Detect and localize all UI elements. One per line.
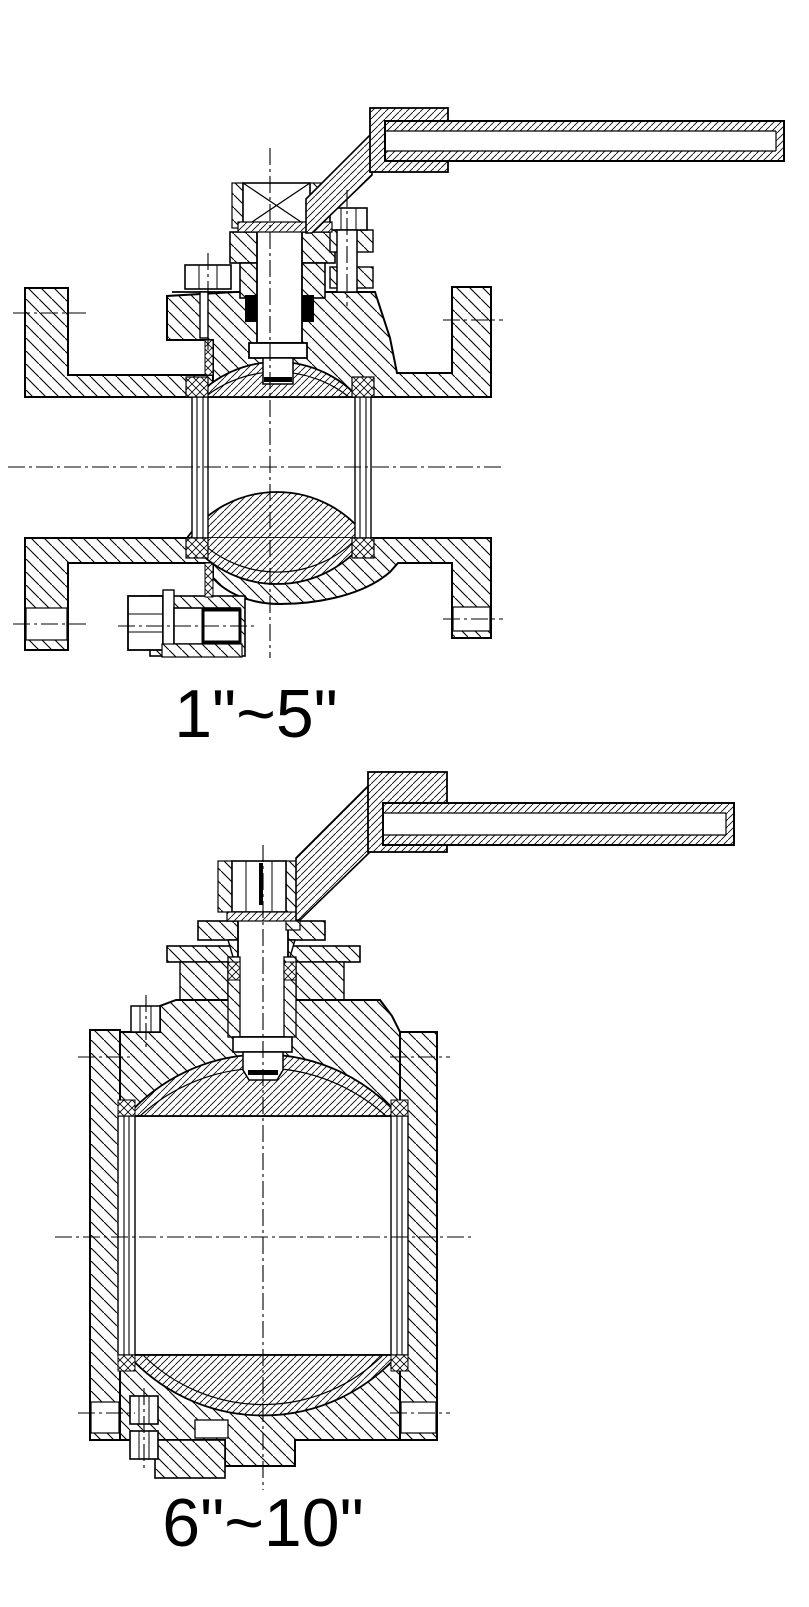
seat-rings-large <box>117 1099 409 1372</box>
handle-assembly-large <box>295 771 735 921</box>
ball-small <box>185 361 369 585</box>
stem-foot <box>248 342 308 359</box>
handle-tube-end-large <box>726 804 733 844</box>
bottom-step <box>194 1419 229 1439</box>
packing-seal-left <box>227 961 241 981</box>
handle-tube-wall-bottom-large <box>384 835 726 844</box>
size-label-large: 6"~10" <box>162 1485 363 1561</box>
handle-tube-wall-bottom <box>386 151 776 160</box>
ball-bottom-cap-arc <box>186 537 368 585</box>
left-seat-seal-top-large <box>117 1099 136 1117</box>
valve-view-small: 1"~5" <box>8 107 785 752</box>
left-flange-large <box>89 1029 121 1441</box>
bracket-plate <box>199 291 209 339</box>
ball-bottom-inner-arc <box>196 537 358 573</box>
body-bolt-foot <box>161 643 243 658</box>
stem-seal-left <box>245 295 257 322</box>
right-seat-seal-top-large <box>390 1099 409 1117</box>
right-seat-ring-large <box>390 1115 409 1356</box>
size-label-small: 1"~5" <box>174 676 338 752</box>
left-seat-seal-top <box>185 376 209 398</box>
pad-neck-left <box>179 961 229 1003</box>
left-seat-seal-bottom-large <box>117 1354 136 1372</box>
stem-assembly-small <box>245 227 314 385</box>
centerlines-large <box>55 845 472 1490</box>
ball-bottom-inner-arc-large <box>142 1354 384 1406</box>
stem-tongue-slot <box>264 377 292 382</box>
valve-view-large: 6"~10" <box>55 771 735 1561</box>
nut-washer <box>237 221 333 233</box>
handle-arm <box>305 131 373 234</box>
handle-assembly-small <box>305 107 785 234</box>
bottom-boss <box>154 1439 226 1479</box>
centerlines-small <box>8 148 503 658</box>
left-flange-bolt-hole-large <box>90 1401 120 1434</box>
nut-socket-left-large <box>217 860 233 913</box>
right-seat-seal-top <box>351 376 375 398</box>
body-joint-gasket-top <box>204 339 214 376</box>
stem-nut-large <box>217 860 301 931</box>
right-flange-bolt-hole-large <box>400 1401 437 1434</box>
nut-cross-line-2 <box>242 182 311 229</box>
packing-seal-right <box>283 961 297 981</box>
stem-seal-right <box>302 295 314 322</box>
stem <box>256 227 303 344</box>
ball-bottom-cap <box>185 491 369 539</box>
nut-socket-left <box>231 182 244 229</box>
left-seat-ring-large <box>117 1115 136 1356</box>
pad-neck-right <box>295 961 345 1003</box>
body-bolt-head <box>127 595 164 651</box>
handle-tube-end <box>776 122 783 160</box>
handle-tube-wall-top <box>386 122 776 131</box>
right-seat-seal-bottom <box>351 537 375 559</box>
handle-arm-large <box>295 782 371 921</box>
left-seat-seal-bottom <box>185 537 209 559</box>
right-seat-seal-bottom-large <box>390 1354 409 1372</box>
body-joint-gasket-bottom <box>204 562 214 598</box>
handle-tube-wall-top-large <box>384 804 726 813</box>
seat-rings-small <box>185 376 375 559</box>
